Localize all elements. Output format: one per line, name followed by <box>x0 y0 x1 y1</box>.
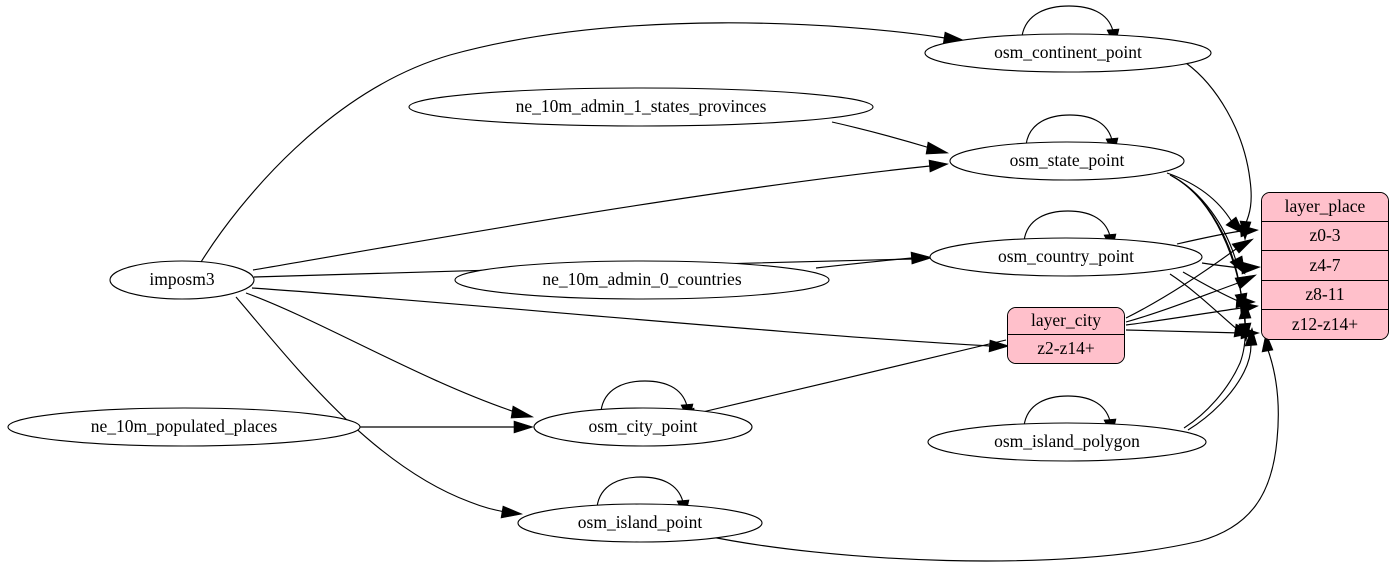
node-osm-island-polygon[interactable]: osm_island_polygon <box>927 422 1207 462</box>
node-label: imposm3 <box>149 269 214 289</box>
arrowhead <box>1241 261 1261 275</box>
record-header-layer-city: layer_city <box>1008 308 1124 336</box>
node-label: osm_country_point <box>998 246 1134 266</box>
edge-layer-city-to-osm-city-point <box>693 339 1007 415</box>
node-osm-country-point[interactable]: osm_country_point <box>929 237 1203 277</box>
arrowhead <box>925 141 950 155</box>
edge-layer-city-to-layer-place-z0-3 <box>1125 248 1237 319</box>
arrowhead <box>1244 327 1258 347</box>
edge-self-loop-osm-continent-point <box>1021 5 1114 37</box>
node-label: osm_city_point <box>589 416 698 436</box>
edge-imposm3-to-osm-state-point <box>252 165 931 271</box>
edge-osm-island-polygon-to-layer-place-z8-11 <box>1183 317 1246 429</box>
edge-ne10m-admin1-to-osm-state-point <box>831 121 931 149</box>
node-label: osm_island_point <box>578 512 703 532</box>
node-label: ne_10m_admin_1_states_provinces <box>516 96 767 116</box>
edge-layer-city-to-layer-place-z8-11 <box>1125 307 1242 326</box>
edge-self-loop-osm-country-point <box>1023 210 1111 242</box>
edge-self-loop-osm-state-point <box>1025 114 1113 146</box>
node-ne-10m-admin-0-countries[interactable]: ne_10m_admin_0_countries <box>454 260 830 300</box>
arrowhead <box>1231 238 1254 254</box>
record-header-layer-place: layer_place <box>1262 193 1388 222</box>
record-row-z12-z14plus[interactable]: z12-z14+ <box>1262 310 1388 339</box>
edge-osm-continent-point-to-layer-place-z0-3 <box>1185 62 1252 226</box>
record-node-layer-city[interactable]: layer_city z2-z14+ <box>1007 307 1125 364</box>
edge-osm-country-point-to-layer-place-z0-3 <box>1176 230 1242 245</box>
edge-ne10m-admin0-to-osm-country-point <box>815 257 913 269</box>
record-node-layer-place[interactable]: layer_place z0-3 z4-7 z8-11 z12-z14+ <box>1261 192 1389 340</box>
node-osm-island-point[interactable]: osm_island_point <box>517 503 763 543</box>
arrowhead <box>513 420 534 434</box>
node-ne-10m-populated-places[interactable]: ne_10m_populated_places <box>7 407 361 447</box>
edge-self-loop-osm-city-point <box>600 380 688 412</box>
edge-osm-state-point-to-layer-place-z0-3 <box>1166 172 1233 223</box>
arrowhead <box>1234 274 1257 290</box>
node-osm-city-point[interactable]: osm_city_point <box>533 407 753 447</box>
edge-layer: imposm3 ne_10m_admin_1_states_provinces … <box>7 5 1279 562</box>
node-osm-continent-point[interactable]: osm_continent_point <box>924 33 1212 73</box>
edge-layer-city-to-layer-place-z12-z14 <box>1125 329 1242 334</box>
edge-osm-country-point-to-layer-place-z12-z14 <box>1169 273 1239 331</box>
arrowhead <box>928 159 949 173</box>
edge-imposm3-to-layer-city <box>251 287 991 347</box>
node-label: osm_state_point <box>1010 150 1125 170</box>
node-label: osm_island_polygon <box>994 431 1140 451</box>
edge-imposm3-to-osm-city-point <box>245 292 516 413</box>
edge-imposm3-to-osm-continent-point <box>200 22 946 263</box>
arrowhead <box>1239 224 1259 238</box>
arrowhead <box>1261 331 1274 353</box>
edge-osm-island-polygon-to-layer-place-z12-z14 <box>1187 344 1252 431</box>
arrowhead <box>500 505 524 519</box>
record-row-z8-11[interactable]: z8-11 <box>1262 280 1388 311</box>
node-label: ne_10m_populated_places <box>91 416 278 436</box>
arrowhead <box>1238 300 1252 320</box>
node-label: osm_continent_point <box>994 42 1142 62</box>
node-osm-state-point[interactable]: osm_state_point <box>949 141 1185 181</box>
node-label: ne_10m_admin_0_countries <box>542 269 741 289</box>
edge-self-loop-osm-island-polygon <box>1023 395 1111 427</box>
edge-osm-country-point-to-layer-place-z4-7 <box>1201 262 1243 269</box>
node-ne-10m-admin-1-states-provinces[interactable]: ne_10m_admin_1_states_provinces <box>408 87 874 127</box>
edge-self-loop-osm-island-point <box>596 476 684 508</box>
record-row-z2-z14plus[interactable]: z2-z14+ <box>1008 335 1124 363</box>
record-row-z4-7[interactable]: z4-7 <box>1262 251 1388 281</box>
edge-layer-city-to-layer-place-z4-7 <box>1125 282 1239 323</box>
edge-imposm3-to-osm-island-point <box>235 296 506 513</box>
edge-osm-island-point-to-layer-place-z12-z14 <box>701 349 1279 562</box>
node-imposm3[interactable]: imposm3 <box>109 260 255 300</box>
record-row-z0-3[interactable]: z0-3 <box>1262 221 1388 252</box>
edge-osm-country-point-to-layer-place-z8-11 <box>1182 271 1239 302</box>
arrowhead <box>510 405 535 419</box>
arrowhead <box>910 251 931 265</box>
